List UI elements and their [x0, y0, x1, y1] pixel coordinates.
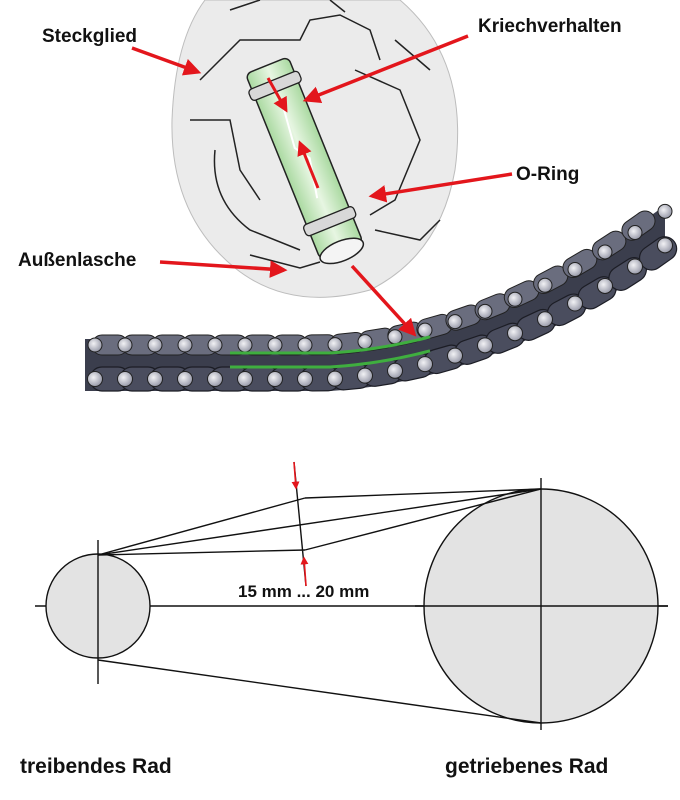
arrow-pin-to-chain — [350, 264, 417, 337]
chain-roller-upper — [117, 337, 133, 353]
chain-roller-upper — [237, 337, 253, 353]
chain-roller-upper — [597, 244, 613, 260]
callout-magnifier — [171, 0, 459, 298]
chain-roller-lower — [327, 370, 343, 387]
lower-strand — [97, 659, 542, 724]
chain-roller-upper — [387, 329, 403, 345]
arrow-aussenlasche — [159, 260, 288, 278]
label-aussenlasche: Außenlasche — [18, 250, 136, 271]
label-kriechverhalten: Kriechverhalten — [478, 16, 622, 37]
roller-chain — [85, 203, 678, 392]
chain-roller-upper — [447, 314, 463, 330]
measure-arrow-bottom — [300, 556, 309, 587]
chain-roller-lower — [537, 311, 553, 328]
chain-roller-lower — [237, 371, 253, 387]
chain-roller-upper — [417, 322, 433, 338]
chain-roller-upper — [507, 291, 523, 307]
chain-roller-upper — [207, 337, 223, 353]
chain-roller-lower — [597, 277, 613, 294]
chain-roller-lower — [267, 371, 283, 387]
chain-roller-upper — [267, 337, 283, 353]
label-steckglied: Steckglied — [42, 26, 137, 47]
chain-roller-lower — [567, 295, 583, 312]
chain-roller-lower — [87, 371, 103, 387]
chain-roller-upper — [357, 334, 373, 350]
upper-strand-sag-2 — [304, 488, 542, 551]
chain-roller-upper — [327, 337, 343, 353]
creep-arrow-up — [297, 140, 320, 189]
chain-roller-upper — [657, 203, 673, 219]
arrow-kriechverhalten — [302, 34, 469, 103]
chain-roller-lower — [507, 325, 523, 342]
chain-roller-upper — [567, 262, 583, 278]
sag-diagram — [35, 461, 668, 730]
chain-roller-lower — [657, 237, 673, 254]
chain-roller-lower — [447, 347, 463, 364]
upper-strand-sag — [97, 549, 306, 556]
label-o-ring: O-Ring — [516, 164, 579, 185]
arrow-o-ring — [368, 172, 513, 203]
chain-roller-upper — [177, 337, 193, 353]
chain-roller-lower — [207, 371, 223, 387]
upper-strand-taut — [97, 488, 542, 556]
chain-roller-upper — [147, 337, 163, 353]
chain-roller-lower — [627, 258, 643, 275]
highlighted-link-top — [230, 335, 431, 355]
plate-outlines — [190, 0, 441, 269]
callout-arrows — [131, 34, 513, 337]
arrow-steckglied — [131, 46, 202, 76]
label-driving-wheel: treibendes Rad — [20, 755, 172, 778]
label-measurement: 15 mm ... 20 mm — [238, 582, 369, 601]
highlighted-link-bottom — [230, 349, 431, 369]
chain-roller-upper — [477, 303, 493, 319]
label-driven-wheel: getriebenes Rad — [445, 755, 608, 778]
chain-roller-lower — [357, 367, 373, 384]
chain-roller-lower — [177, 371, 193, 387]
measure-arrow-top — [291, 461, 300, 490]
chain-roller-lower — [117, 371, 133, 387]
creep-arrow-down — [266, 77, 288, 113]
chain-roller-lower — [387, 362, 403, 379]
chain-roller-upper — [87, 337, 103, 353]
o-ring-lower — [302, 206, 357, 237]
upper-strand-mid — [97, 497, 306, 556]
chain-roller-upper — [297, 337, 313, 353]
chain-roller-lower — [297, 371, 313, 387]
chain-roller-lower — [477, 337, 493, 354]
chain-roller-lower — [417, 356, 433, 373]
chain-roller-lower — [147, 371, 163, 387]
chain-roller-upper — [627, 225, 643, 241]
upper-strand-mid-2 — [304, 488, 542, 499]
o-ring-upper — [248, 70, 302, 101]
chain-roller-upper — [537, 277, 553, 293]
